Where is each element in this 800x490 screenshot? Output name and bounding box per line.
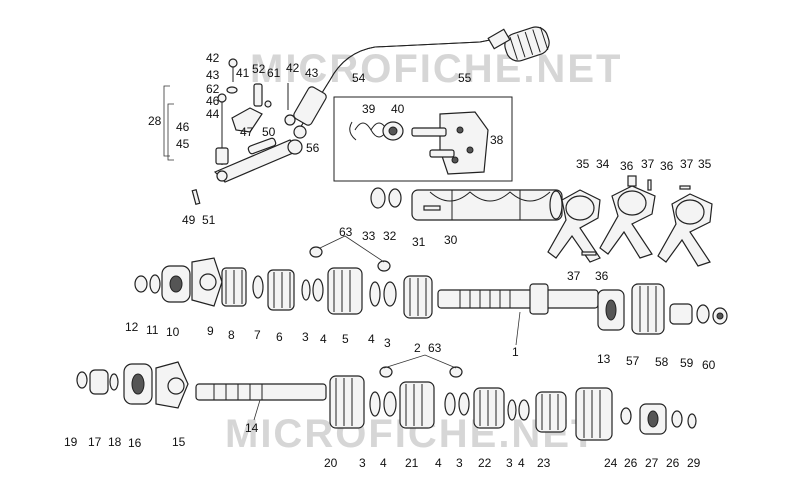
callout-label: 44 — [206, 107, 220, 121]
selector-drum — [370, 187, 563, 221]
callout-label: 13 — [597, 352, 611, 366]
callout-label: 40 — [391, 102, 405, 116]
callout-label: 3 — [359, 456, 366, 470]
callout-label: 21 — [405, 456, 419, 470]
callout-label: 34 — [596, 157, 610, 171]
callout-label: 50 — [262, 125, 276, 139]
callout-label: 37 — [567, 269, 581, 283]
callout-label: 63 — [339, 225, 353, 239]
callout-label: 58 — [655, 355, 669, 369]
callout-label: 62 — [206, 82, 220, 96]
callout-label: 37 — [680, 157, 694, 171]
callout-label: 18 — [108, 435, 122, 449]
callout-label: 49 — [182, 213, 196, 227]
callout-label: 36 — [660, 159, 674, 173]
callout-label: 16 — [128, 436, 142, 450]
callout-label: 36 — [595, 269, 609, 283]
callout-label: 57 — [626, 354, 640, 368]
callout-label: 1 — [512, 345, 519, 359]
callout-label: 22 — [478, 456, 492, 470]
callout-label: 12 — [125, 320, 139, 334]
callout-label: 51 — [202, 213, 216, 227]
callout-label: 3 — [384, 336, 391, 350]
callout-label: 46 — [206, 94, 220, 108]
callout-label: 27 — [645, 456, 659, 470]
callout-label: 24 — [604, 456, 618, 470]
callout-label: 42 — [286, 61, 300, 75]
callout-label: 43 — [305, 66, 319, 80]
callout-label: 39 — [362, 102, 376, 116]
callout-label: 37 — [641, 157, 655, 171]
callout-label: 42 — [206, 51, 220, 65]
selector-forks — [547, 175, 713, 267]
callout-label: 20 — [324, 456, 338, 470]
leader-lines — [163, 85, 521, 421]
callout-label: 32 — [383, 229, 397, 243]
callout-label: 35 — [698, 157, 712, 171]
callout-label: 3 — [456, 456, 463, 470]
callout-label: 3 — [302, 330, 309, 344]
callout-label: 59 — [680, 356, 694, 370]
callout-label: 36 — [620, 159, 634, 173]
callout-label: 2 — [414, 341, 421, 355]
callout-label: 9 — [207, 324, 214, 338]
callout-label: 15 — [172, 435, 186, 449]
callout-label: 38 — [490, 133, 504, 147]
callout-label: 46 — [176, 120, 190, 134]
callout-label: 7 — [254, 328, 261, 342]
callout-label: 4 — [380, 456, 387, 470]
callout-label: 28 — [148, 114, 162, 128]
callout-label: 4 — [435, 456, 442, 470]
callout-label: 14 — [245, 421, 259, 435]
callout-label: 52 — [252, 62, 266, 76]
callout-label: 26 — [624, 456, 638, 470]
callout-label: 60 — [702, 358, 716, 372]
spring-assembly-box — [333, 96, 513, 182]
callout-label: 55 — [458, 71, 472, 85]
callout-label: 3 — [506, 456, 513, 470]
callout-label: 26 — [666, 456, 680, 470]
callout-label: 11 — [146, 323, 159, 337]
callout-label: 23 — [537, 456, 551, 470]
callout-label: 33 — [362, 229, 376, 243]
callout-label: 5 — [342, 332, 349, 346]
watermark-top: MICROFICHE.NET — [250, 47, 622, 91]
callout-label: 8 — [228, 328, 235, 342]
callout-label: 56 — [306, 141, 320, 155]
callout-label: 54 — [352, 71, 366, 85]
callout-label: 4 — [320, 332, 327, 346]
callout-labels: 42 41 52 61 42 43 54 55 43 62 46 44 46 4… — [64, 51, 716, 470]
callout-label: 41 — [236, 66, 250, 80]
callout-label: 31 — [412, 235, 426, 249]
callout-label: 29 — [687, 456, 701, 470]
callout-label: 4 — [368, 332, 375, 346]
gear-selector-linkage — [191, 58, 307, 206]
callout-label: 10 — [166, 325, 180, 339]
callout-label: 19 — [64, 435, 78, 449]
callout-label: 17 — [88, 435, 102, 449]
callout-label: 63 — [428, 341, 442, 355]
callout-label: 35 — [576, 157, 590, 171]
lay-shaft-row — [76, 361, 697, 441]
callout-label: 43 — [206, 68, 220, 82]
kick-start-lever — [293, 26, 550, 129]
main-shaft-row — [134, 246, 728, 335]
callout-label: 61 — [267, 66, 281, 80]
callout-label: 4 — [518, 456, 525, 470]
callout-label: 45 — [176, 137, 190, 151]
callout-label: 6 — [276, 330, 283, 344]
callout-label: 30 — [444, 233, 458, 247]
callout-label: 47 — [240, 125, 254, 139]
